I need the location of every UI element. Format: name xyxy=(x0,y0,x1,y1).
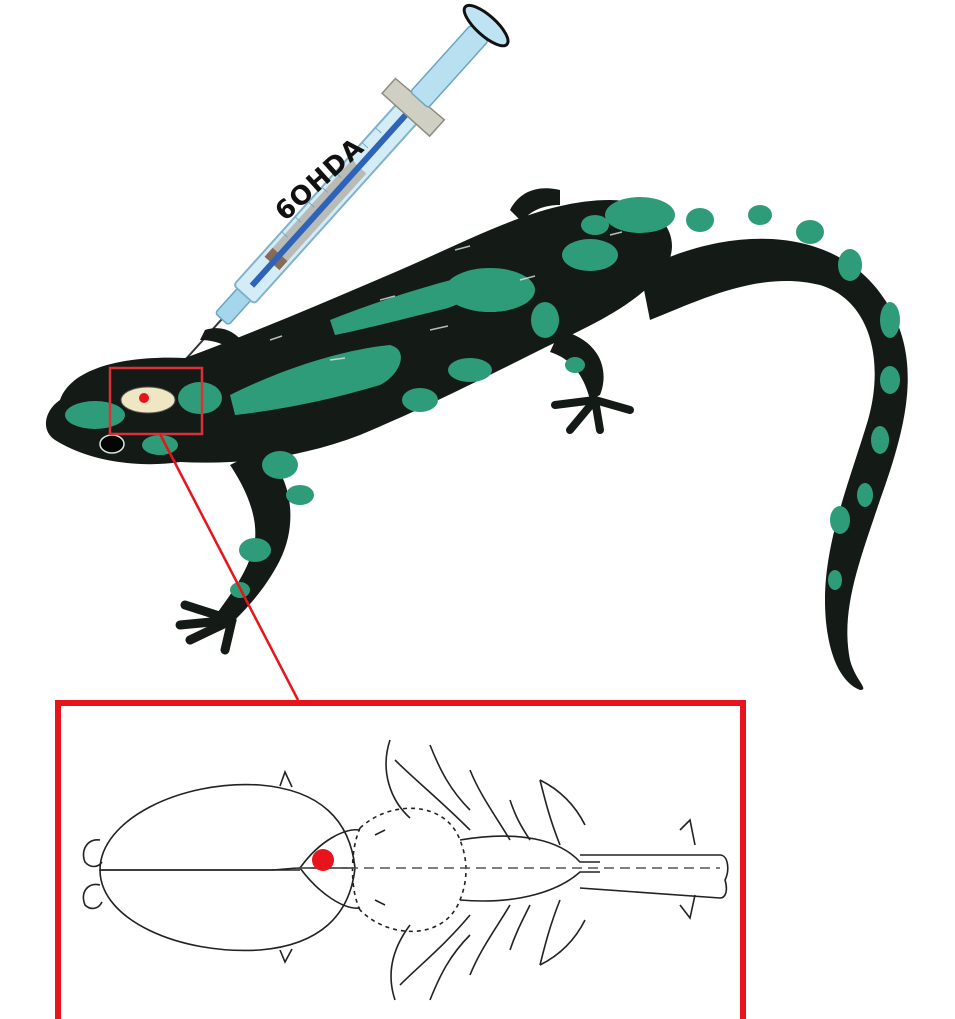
salamander-tail xyxy=(640,239,908,690)
salamander-eye xyxy=(100,435,124,453)
zoom-panel xyxy=(58,703,743,1019)
injection-site-marker xyxy=(139,393,149,403)
brain-injection-target xyxy=(312,849,334,871)
zoom-panel-frame xyxy=(58,703,743,1019)
salamander-hind-toes xyxy=(555,400,630,430)
salamander-illustration xyxy=(46,188,908,690)
